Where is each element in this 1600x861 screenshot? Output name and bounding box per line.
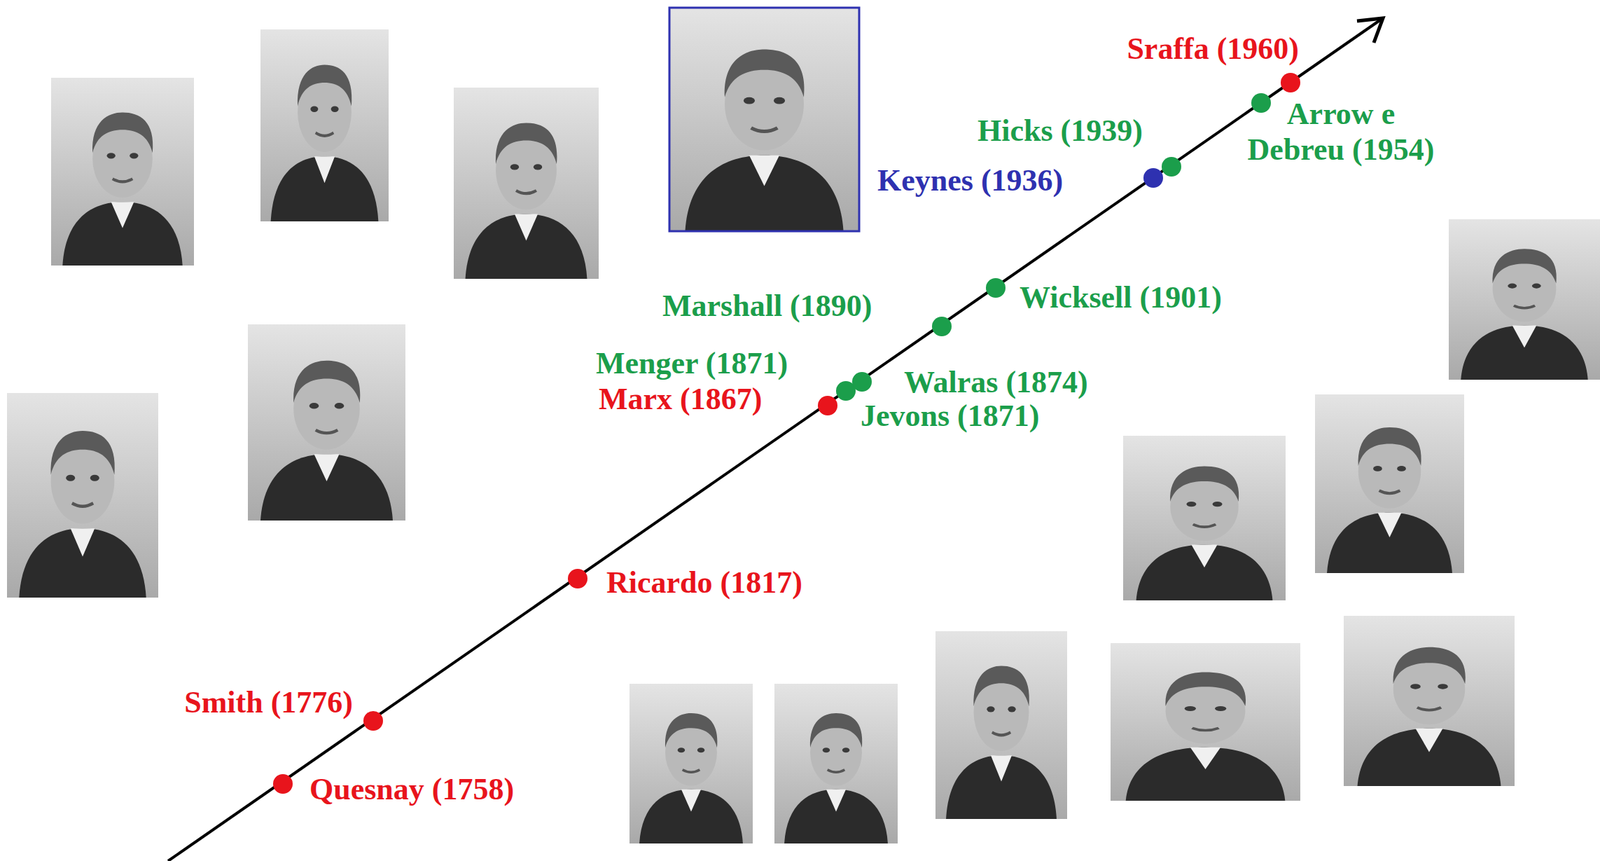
timeline-label: Walras (1874) [903,364,1089,401]
portrait-photo [670,8,859,231]
timeline-dot [273,773,293,794]
timeline-dot [985,277,1006,298]
timeline-label: Smith (1776) [184,684,353,721]
portrait-photo [7,392,159,598]
portrait-photo [774,683,898,844]
timeline-label: Quesnay (1758) [309,771,514,808]
timeline-label: Marshall (1890) [662,288,872,325]
portrait-photo [453,87,599,279]
timeline-dot [1280,72,1301,93]
portrait-photo [1110,642,1301,801]
timeline-label: Hicks (1939) [977,113,1143,150]
portrait-photo [629,683,753,844]
timeline-label: Wicksell (1901) [1019,280,1222,316]
portrait-photo [1343,615,1515,786]
timeline-dot [567,568,588,589]
portrait-photo [260,29,389,222]
timeline-dot [931,316,952,337]
portrait-photo [1315,394,1465,573]
timeline-dot [817,395,838,416]
timeline-dot [1251,93,1271,113]
portrait-photo [1123,435,1286,601]
timeline-dot [1161,156,1182,177]
timeline-dot [1143,168,1164,188]
time-axis [168,19,1381,861]
timeline-label: Arrow e Debreu (1954) [1240,96,1442,168]
axis-arrowhead [1357,18,1383,43]
timeline-label: Menger (1871) [595,345,788,382]
timeline-label: Keynes (1936) [877,163,1063,199]
timeline-label: Sraffa (1960) [1126,31,1299,68]
portrait-frame [669,7,860,232]
portrait-photo [935,630,1068,819]
timeline-dot [852,371,872,392]
timeline-label: Marx (1867) [598,381,762,418]
timeline-label: Ricardo (1817) [606,565,803,601]
timeline-label: Jevons (1871) [860,398,1040,435]
timeline-dot [363,710,384,731]
portrait-photo [51,77,194,266]
portrait-photo [1448,219,1600,380]
portrait-photo [247,324,406,521]
